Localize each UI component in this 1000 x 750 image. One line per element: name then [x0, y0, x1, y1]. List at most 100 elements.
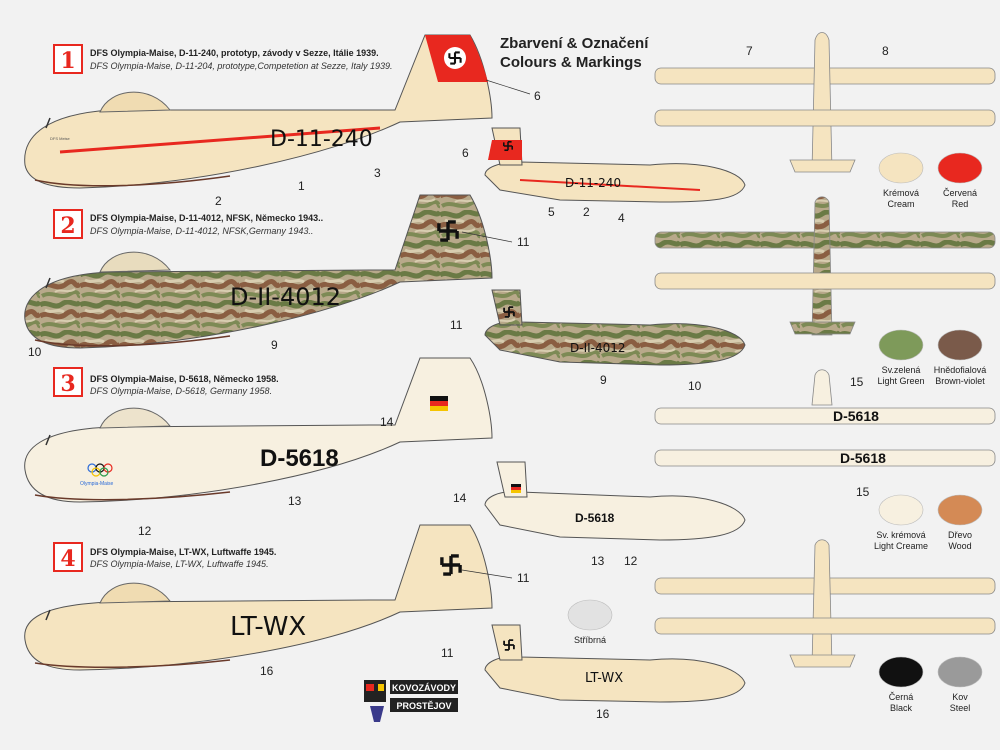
planform-3-reg-bottom: D-5618: [840, 450, 886, 466]
small-callout-12: 12: [624, 554, 638, 568]
variant-2-badge: [53, 209, 83, 239]
callout-12: 12: [138, 524, 152, 538]
variant-2-small-profile: D-II-4012: [484, 289, 746, 366]
variant-3-nose-text: Olympia-Maise: [80, 481, 114, 487]
swatch-chip: [878, 494, 924, 526]
swatch-chip: [878, 152, 924, 184]
swatch-label-cz: Červená: [943, 188, 977, 198]
small-callout-9: 9: [600, 373, 607, 387]
variant-1-badge: [53, 44, 83, 74]
swatch-chip: [937, 494, 983, 526]
planform-3-reg-top: D-5618: [833, 408, 879, 424]
callout-9: 9: [271, 338, 278, 352]
small-callout-14: 14: [453, 491, 467, 505]
small-callout-10: 10: [688, 379, 702, 393]
small-callout-4: 4: [618, 211, 625, 225]
swatch-label-cz: Stříbrná: [574, 635, 606, 645]
variant-4-registration: LT-WX: [230, 612, 306, 642]
small-callout-13: 13: [591, 554, 605, 568]
sheet-title: Zbarvení & Označení: [500, 35, 649, 52]
variant-3-small-profile: D-5618: [484, 461, 746, 541]
variant-2-side-profile: D-II-4012: [24, 194, 493, 349]
callout-1: 1: [298, 179, 305, 193]
logo-line-2: PROSTĚJOV: [396, 700, 451, 711]
planform-callout-8: 8: [882, 44, 889, 58]
variant-4-badge: [53, 542, 83, 572]
variant-4-side-profile: LT-WX: [24, 524, 493, 671]
swatch: Stříbrná: [567, 599, 613, 645]
variant-1-title: DFS Olympia-Maise, D-11-240, prototyp, z…: [90, 48, 379, 58]
callout-11-v4: 11: [517, 571, 530, 585]
small-callout-5: 5: [548, 205, 555, 219]
variant-1-subtitle: DFS Olympia-Maise, D-11-204, prototype,C…: [90, 61, 392, 71]
callout-2: 2: [215, 194, 222, 208]
callout-3: 3: [374, 166, 381, 180]
planform-3-top: D-5618 D-5618: [654, 369, 996, 467]
variant-1-registration: D-11-240: [270, 127, 373, 152]
callout-11: 11: [517, 235, 530, 249]
variant-2-registration: D-II-4012: [230, 283, 341, 311]
swatch-label-en: Red: [952, 199, 969, 209]
variant-3-badge: [53, 367, 83, 397]
variant-1-small-profile: D-11-240: [484, 127, 746, 203]
swatch-label-cz: Černá: [889, 692, 914, 702]
swatch-label-en: Wood: [948, 541, 971, 551]
planform-callout-7: 7: [746, 44, 753, 58]
variant-2-number: 2: [60, 213, 75, 239]
swatch-chip: [937, 656, 983, 688]
small-callout-16: 16: [596, 707, 610, 721]
planform-callout-15b: 15: [856, 485, 870, 499]
variant-3-title: DFS Olympia-Maise, D-5618, Německo 1958.: [90, 374, 279, 384]
swatch-label-cz: Dřevo: [948, 530, 972, 540]
swatch-label-cz: Sv.zelená: [882, 365, 921, 375]
variant-1-side-profile: DFS Meise D-11-240: [24, 34, 493, 189]
swatch-label-en: Brown-violet: [935, 376, 985, 386]
swatch-label-en: Black: [890, 703, 913, 713]
planform-4-top: [654, 539, 996, 668]
swatch-label-cz: Hnědofialová: [934, 365, 987, 375]
variant-4-title: DFS Olympia-Maise, LT-WX, Luftwaffe 1945…: [90, 547, 276, 557]
planform-1-top: [654, 32, 996, 173]
swatch-chip: [937, 329, 983, 361]
logo-line-1: KOVOZÁVODY: [392, 683, 456, 693]
variant-1: 1 DFS Olympia-Maise, D-11-240, prototyp,…: [24, 34, 746, 225]
variant-3-subtitle: DFS Olympia-Maise, D-5618, Germany 1958.: [90, 386, 272, 396]
small-callout-11: 11: [450, 318, 463, 332]
variant-1-small-registration: D-11-240: [565, 176, 621, 190]
swatch-chip: [567, 599, 613, 631]
swatch-chip: [878, 329, 924, 361]
planform-callout-15a: 15: [850, 375, 864, 389]
callout-10: 10: [28, 345, 42, 359]
small-callout-6: 6: [462, 146, 469, 160]
swatch-label-cz: Sv. krémová: [876, 530, 925, 540]
callout-6: 6: [534, 89, 541, 103]
variant-3-number: 3: [60, 371, 75, 397]
variant-3-registration: D-5618: [260, 445, 339, 472]
planform-2-top: [654, 196, 996, 336]
callout-13: 13: [288, 494, 302, 508]
variant-4-small-registration: LT-WX: [585, 671, 623, 686]
swatch-chip: [878, 656, 924, 688]
variant-4-subtitle: DFS Olympia-Maise, LT-WX, Luftwaffe 1945…: [90, 559, 269, 569]
swatch-label-en: Steel: [950, 703, 971, 713]
variant-4-number: 4: [60, 546, 75, 572]
planforms: 7 8 D-5618 D-5618 15 15: [654, 32, 996, 668]
swatch-label-en: Cream: [887, 199, 914, 209]
variant-2-title: DFS Olympia-Maise, D-11-4012, NFSK, Něme…: [90, 213, 323, 223]
sheet-subtitle: Colours & Markings: [500, 54, 642, 71]
variant-1-nose-text: DFS Meise: [50, 136, 71, 141]
variant-3-small-registration: D-5618: [575, 511, 615, 525]
callout-14: 14: [380, 415, 394, 429]
swatch-label-cz: Krémová: [883, 188, 919, 198]
variant-1-number: 1: [60, 48, 75, 74]
